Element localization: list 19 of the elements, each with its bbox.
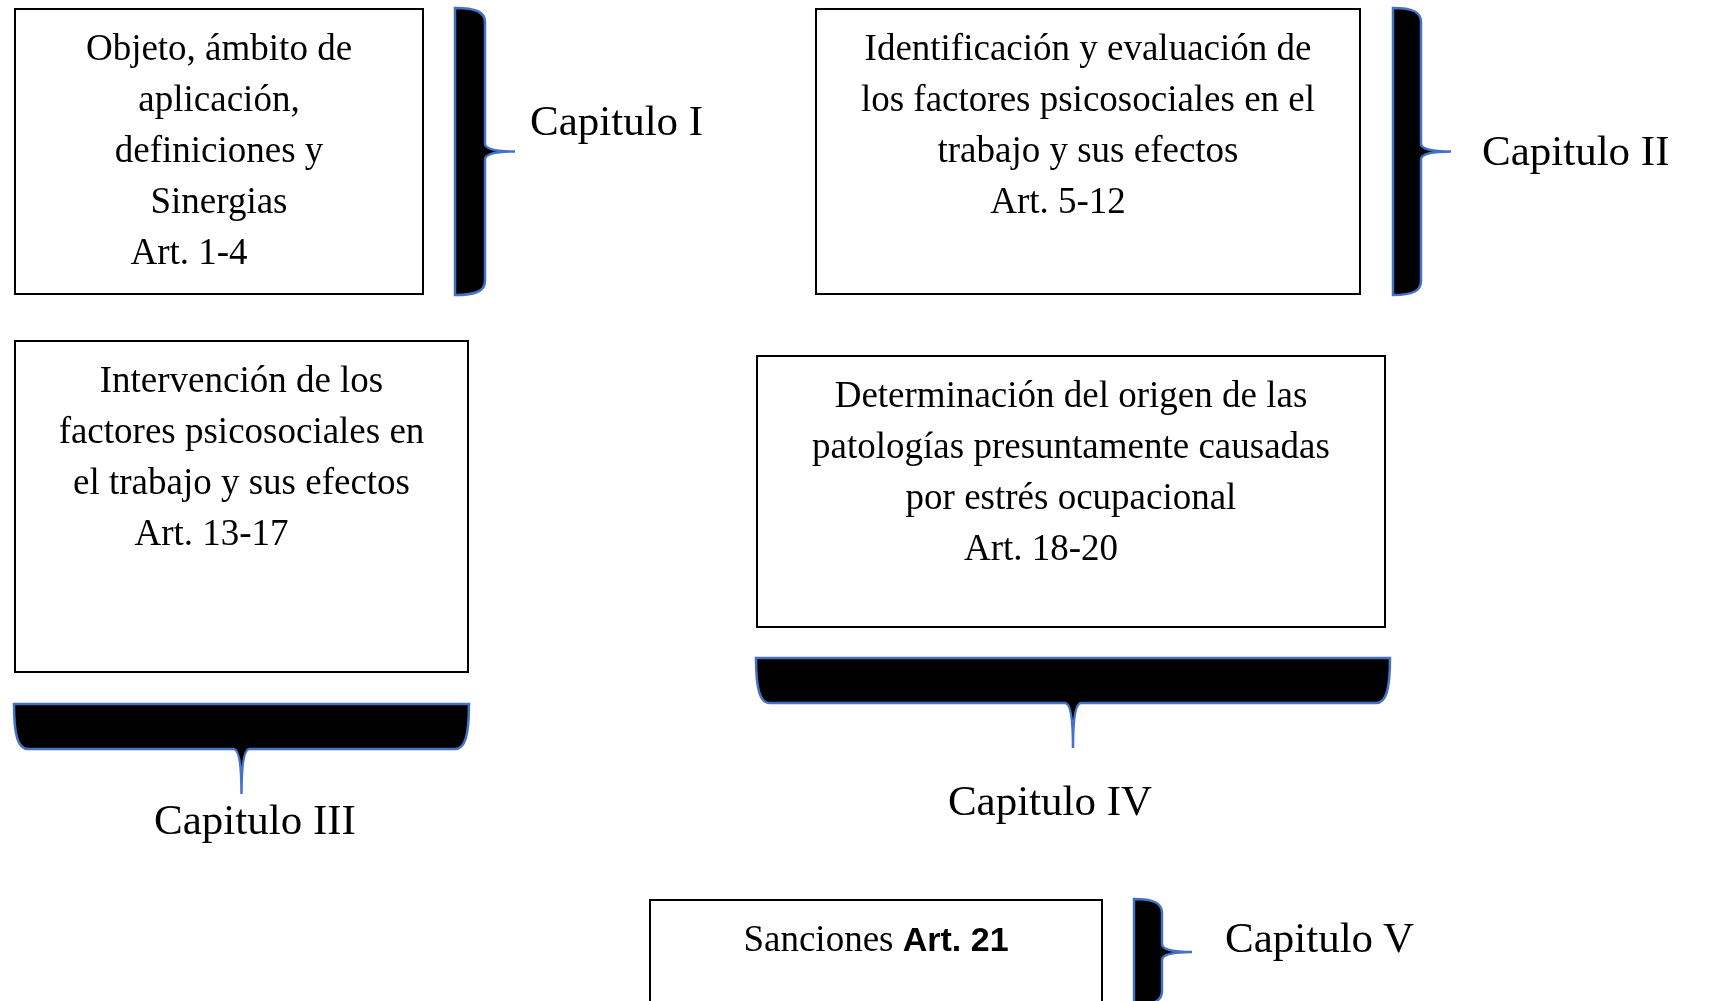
text-box	[649, 899, 1103, 1001]
box-text: Sanciones Art. 21	[743, 917, 1009, 961]
text-box	[756, 355, 1386, 628]
chapter-label: Capitulo IV	[947, 776, 1153, 826]
box-text: Objeto, ámbito de aplicación, definiciones y Sinergias	[84, 26, 354, 223]
chapter-label: Capitulo III	[154, 795, 356, 845]
text-box	[815, 8, 1361, 295]
box-text: Determinación del origen de las patologías presuntamente causadas por estrés ocupacional	[811, 373, 1331, 519]
box-text: Intervención de los factores psicosociales en el trabajo y sus efectos	[57, 358, 426, 504]
chapter-label: Capitulo V	[1225, 913, 1415, 963]
article-range: Art. 5-12	[990, 179, 1126, 223]
article-range: Art. 1-4	[130, 230, 248, 274]
article-range: Art. 18-20	[963, 526, 1119, 570]
text-box	[14, 340, 469, 673]
chapter-label: Capitulo II	[1482, 126, 1670, 176]
text-box	[14, 8, 424, 295]
article-range: Art. 13-17	[134, 511, 289, 555]
box-text: Identificación y evaluación de los factores psicosociales en el trabajo y sus efectos	[859, 26, 1317, 172]
chapter-label: Capitulo I	[530, 96, 704, 146]
